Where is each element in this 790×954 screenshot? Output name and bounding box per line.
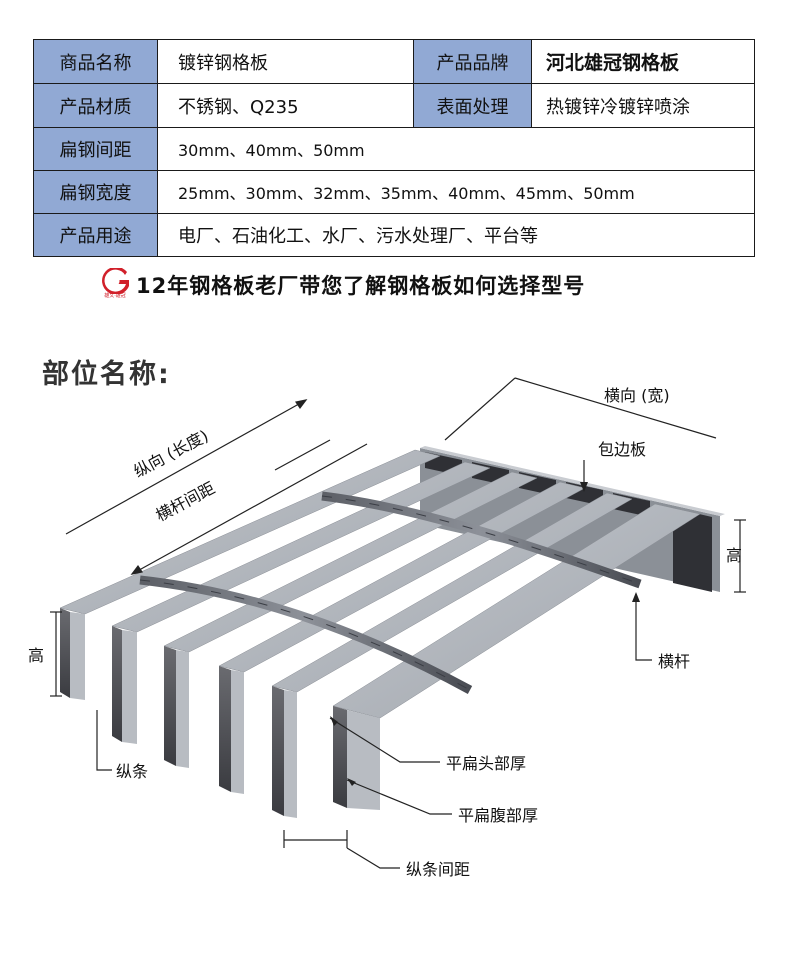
spec-label-usage: 产品用途 [34, 214, 158, 256]
diagram-heading: 部位名称: [42, 359, 171, 390]
label-height-right: 高 [726, 546, 743, 565]
spec-row-spacing: 扁钢间距 30mm、40mm、50mm [34, 128, 754, 171]
spec-label-spacing: 扁钢间距 [34, 128, 158, 170]
spec-value-spacing: 30mm、40mm、50mm [158, 128, 753, 170]
bearing-bars-side [70, 612, 380, 818]
brand-logo: 雄文·雄冠 [98, 266, 132, 302]
label-bearing-bar: 纵条 [116, 762, 149, 781]
label-flat-web-thickness: 平扁腹部厚 [458, 806, 539, 825]
spec-value-width: 25mm、30mm、32mm、35mm、40mm、45mm、50mm [158, 171, 753, 213]
label-crossbar: 横杆 [658, 652, 691, 671]
grating-illustration [50, 377, 746, 869]
label-flat-head-thickness: 平扁头部厚 [446, 754, 527, 773]
label-height-left: 高 [28, 646, 45, 665]
subtitle: 雄文·雄冠 12年钢格板老厂带您了解钢格板如何选择型号 [98, 266, 586, 303]
spec-row-width: 扁钢宽度 25mm、30mm、32mm、35mm、40mm、45mm、50mm [34, 171, 754, 214]
label-edge-band: 包边板 [598, 440, 647, 459]
spec-label-width: 扁钢宽度 [34, 171, 158, 213]
spec-row-material: 产品材质 不锈钢、Q235 表面处理 热镀锌冷镀锌喷涂 [34, 84, 754, 128]
grating-diagram: 部位名称: [0, 330, 790, 954]
spec-value-material: 不锈钢、Q235 [158, 84, 414, 127]
label-horizontal-width: 横向 (宽) [604, 386, 670, 405]
spec-table: 商品名称 镀锌钢格板 产品品牌 河北雄冠钢格板 产品材质 不锈钢、Q235 表面… [33, 39, 755, 257]
dimension-lines [50, 377, 746, 848]
spec-label-brand: 产品品牌 [414, 40, 532, 83]
leader-lines [96, 460, 652, 869]
spec-value-usage: 电厂、石油化工、水厂、污水处理厂、平台等 [158, 214, 753, 256]
leader-arrows [330, 482, 640, 786]
subtitle-text: 12年钢格板老厂带您了解钢格板如何选择型号 [136, 274, 586, 298]
spec-label-product-name: 商品名称 [34, 40, 158, 83]
spec-label-material: 产品材质 [34, 84, 158, 127]
spec-label-surface: 表面处理 [414, 84, 532, 127]
label-bearing-bar-spacing: 纵条间距 [406, 860, 471, 879]
spec-row-product-name: 商品名称 镀锌钢格板 产品品牌 河北雄冠钢格板 [34, 40, 754, 84]
spec-value-product-name: 镀锌钢格板 [158, 40, 414, 83]
spec-value-surface: 热镀锌冷镀锌喷涂 [532, 84, 753, 127]
bearing-bars-front [60, 608, 347, 816]
logo-caption: 雄文·雄冠 [104, 293, 126, 299]
crossbar-back [321, 491, 642, 589]
spec-row-usage: 产品用途 电厂、石油化工、水厂、污水处理厂、平台等 [34, 214, 754, 256]
spec-value-brand: 河北雄冠钢格板 [532, 40, 753, 83]
